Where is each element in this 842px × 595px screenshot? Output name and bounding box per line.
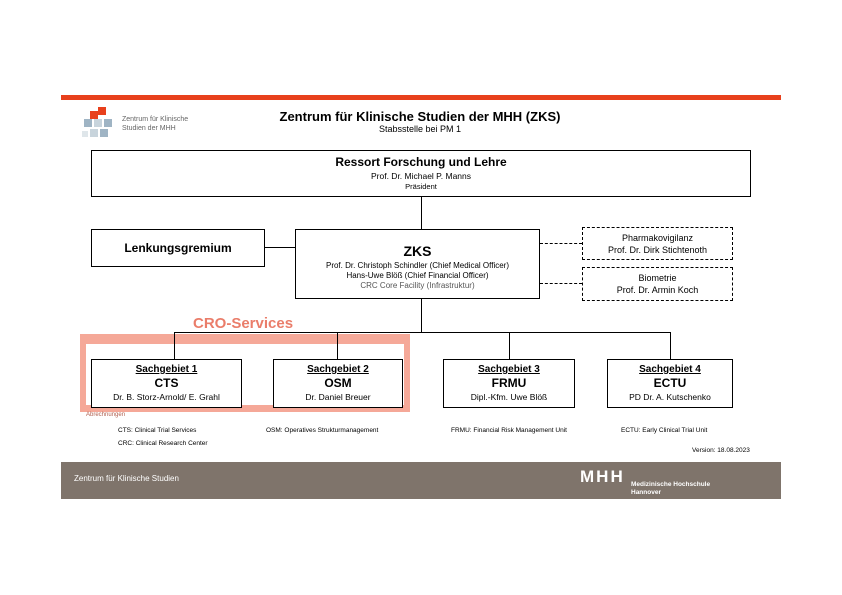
- connector-zks-pharma: [540, 243, 582, 244]
- pharmakovigilanz-person: Prof. Dr. Dirk Stichtenoth: [607, 245, 708, 255]
- legend-cts: CTS: Clinical Trial Services: [118, 427, 197, 434]
- legend-frmu: FRMU: Financial Risk Management Unit: [451, 427, 567, 434]
- zks-title: ZKS: [403, 243, 432, 259]
- legend-osm: OSM: Operatives Strukturmanagement: [266, 427, 379, 434]
- connector-horizontal: [174, 332, 670, 333]
- sachgebiet-3-abbr: FRMU: [491, 376, 527, 390]
- sachgebiet-4-abbr: ECTU: [653, 376, 687, 390]
- page-title: Zentrum für Klinische Studien der MHH (Z…: [279, 109, 561, 124]
- connector-sg2: [337, 332, 338, 359]
- ressort-person: Prof. Dr. Michael P. Manns: [371, 171, 471, 181]
- connector-zks-biometrie: [540, 283, 582, 284]
- footer-title: Zentrum für Klinische Studien: [74, 474, 179, 483]
- pharmakovigilanz-box: Pharmakovigilanz Prof. Dr. Dirk Stichten…: [582, 227, 733, 260]
- zks-line-3: CRC Core Facility (Infrastruktur): [360, 281, 475, 290]
- sachgebiet-4-person: PD Dr. A. Kutschenko: [629, 392, 711, 402]
- legend-crc: CRC: Clinical Research Center: [118, 440, 208, 447]
- sachgebiet-2-box: Sachgebiet 2 OSM Dr. Daniel Breuer: [273, 359, 403, 408]
- ressort-box: Ressort Forschung und Lehre Prof. Dr. Mi…: [91, 150, 751, 197]
- sachgebiet-1-heading: Sachgebiet 1: [135, 364, 198, 375]
- mhh-name-line-1: Medizinische Hochschule: [631, 481, 711, 488]
- connector-ressort-zks: [421, 196, 422, 230]
- sachgebiet-3-person: Dipl.-Kfm. Uwe Blöß: [470, 392, 548, 402]
- lenkungsgremium-box: Lenkungsgremium: [91, 229, 265, 267]
- cro-note: Abrechnungen: [86, 412, 126, 418]
- zks-line-1: Prof. Dr. Christoph Schindler (Chief Med…: [325, 261, 510, 270]
- connector-sg3: [509, 332, 510, 359]
- sachgebiet-1-person: Dr. B. Storz-Arnold/ E. Grahl: [113, 392, 220, 402]
- sachgebiet-4-heading: Sachgebiet 4: [639, 364, 701, 375]
- zks-box: ZKS Prof. Dr. Christoph Schindler (Chief…: [295, 229, 540, 299]
- biometrie-title: Biometrie: [638, 273, 677, 283]
- sachgebiet-4-box: Sachgebiet 4 ECTU PD Dr. A. Kutschenko: [607, 359, 733, 408]
- pharmakovigilanz-title: Pharmakovigilanz: [621, 233, 694, 243]
- sachgebiet-3-box: Sachgebiet 3 FRMU Dipl.-Kfm. Uwe Blöß: [443, 359, 575, 408]
- connector-lenkung-zks: [265, 247, 295, 248]
- cro-services-label: CRO-Services: [193, 315, 294, 332]
- lenkungsgremium-title: Lenkungsgremium: [124, 241, 232, 255]
- zks-logo-icon: [82, 107, 112, 137]
- logo-text-line-2: Studien der MHH: [122, 125, 176, 132]
- sachgebiet-2-heading: Sachgebiet 2: [307, 364, 369, 375]
- sachgebiet-2-abbr: OSM: [324, 376, 352, 390]
- connector-zks-down: [421, 299, 422, 332]
- ressort-role: Präsident: [405, 182, 437, 191]
- footer-bar: [61, 462, 781, 499]
- connector-sg4: [670, 332, 671, 359]
- sachgebiet-3-heading: Sachgebiet 3: [478, 364, 540, 375]
- logo-text: Zentrum für Klinische Studien der MHH: [122, 115, 188, 133]
- biometrie-box: Biometrie Prof. Dr. Armin Koch: [582, 267, 733, 301]
- connector-sg1: [174, 332, 175, 359]
- mhh-logo: MHH: [580, 467, 625, 486]
- mhh-name: Medizinische Hochschule Hannover: [631, 481, 710, 497]
- legend-ectu: ECTU: Early Clinical Trial Unit: [621, 427, 708, 434]
- biometrie-person: Prof. Dr. Armin Koch: [616, 285, 699, 295]
- version-label: Version: 18.08.2023: [692, 447, 750, 454]
- zks-line-2: Hans-Uwe Blöß (Chief Financial Officer): [346, 271, 489, 280]
- sachgebiet-2-person: Dr. Daniel Breuer: [305, 392, 371, 402]
- sachgebiet-1-box: Sachgebiet 1 CTS Dr. B. Storz-Arnold/ E.…: [91, 359, 242, 408]
- logo-text-line-1: Zentrum für Klinische: [122, 116, 189, 123]
- accent-bar: [61, 95, 781, 100]
- mhh-name-line-2: Hannover: [631, 489, 661, 496]
- sachgebiet-1-abbr: CTS: [154, 376, 179, 390]
- page-subtitle: Stabsstelle bei PM 1: [378, 124, 462, 134]
- ressort-title: Ressort Forschung und Lehre: [335, 155, 507, 169]
